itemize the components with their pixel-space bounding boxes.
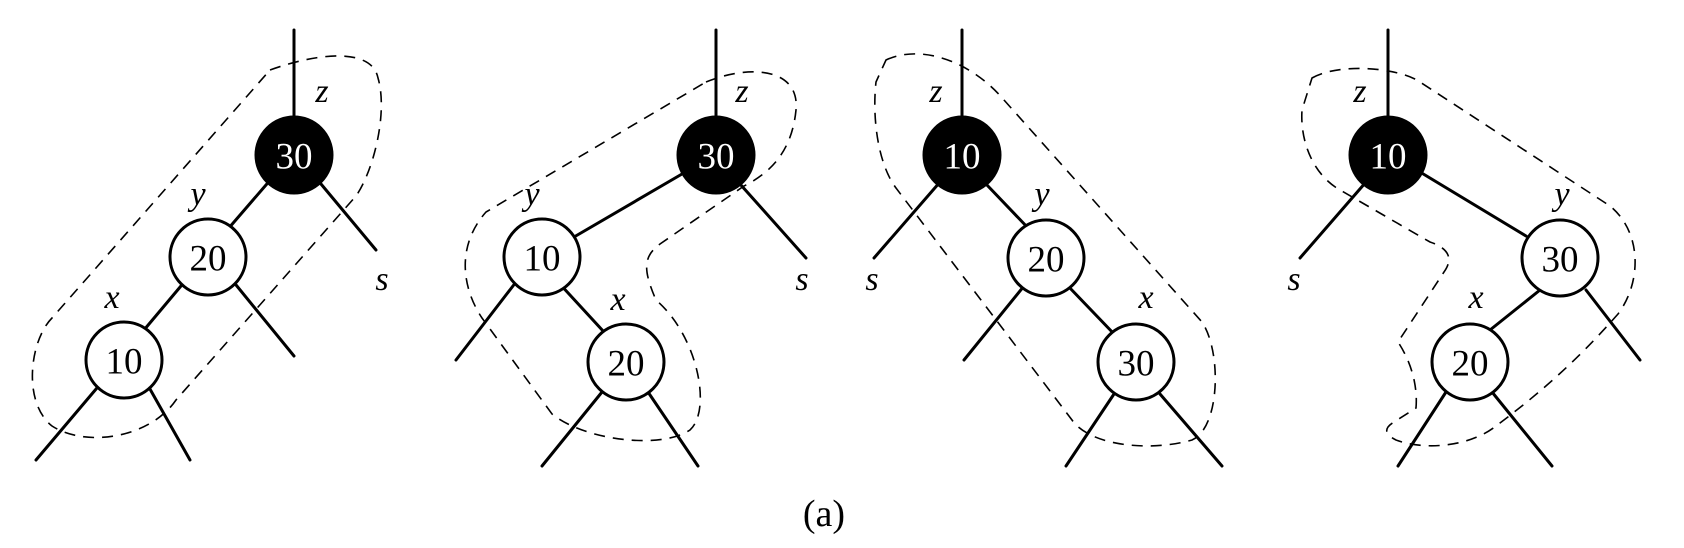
edge-x-left-subtree [1396, 390, 1448, 468]
edge-z-to-y [572, 172, 684, 239]
edge-y-to-x [556, 280, 606, 334]
edge-z-to-s [314, 176, 378, 252]
node-y [1006, 218, 1086, 298]
edge-y-to-x [1488, 288, 1542, 332]
label-x: x [1137, 279, 1153, 316]
edge-z-left-s [872, 180, 942, 260]
label-s: s [375, 261, 388, 298]
node-y-key: 10 [524, 239, 561, 280]
label-x: x [1467, 279, 1483, 316]
edge-x-left-subtree [34, 380, 104, 462]
node-x [1430, 322, 1510, 402]
node-z [922, 115, 1002, 195]
edge-z-to-y [984, 182, 1032, 232]
edge-x-left-subtree [1064, 392, 1116, 468]
label-y: y [187, 176, 206, 213]
edge-z-left-s [1298, 180, 1368, 260]
edge-x-right-subtree [144, 380, 192, 462]
edge-z-to-s [738, 182, 808, 260]
edge-x-left-subtree [540, 390, 604, 468]
label-y: y [1551, 176, 1570, 213]
node-z-key: 30 [698, 137, 735, 178]
node-x-key: 20 [1452, 344, 1489, 385]
label-x: x [103, 279, 119, 316]
label-y: y [1031, 176, 1050, 213]
node-z [254, 115, 334, 195]
tree-left-right: 30 10 20 z y x s [454, 28, 809, 468]
label-x: x [609, 281, 625, 318]
edge-y-right-subtree [230, 278, 296, 358]
edge-z-to-y [226, 176, 274, 231]
label-z: z [1352, 73, 1366, 110]
edge-y-to-x [1066, 284, 1118, 338]
edge-x-right-subtree [1490, 390, 1554, 468]
subtree-outline [464, 71, 797, 442]
tree-right-right: 10 20 30 z y x s [865, 28, 1224, 468]
node-x [84, 320, 164, 400]
node-x-key: 20 [608, 344, 645, 385]
node-y-key: 20 [190, 239, 227, 280]
node-y-key: 20 [1028, 240, 1065, 281]
node-x-key: 10 [106, 342, 143, 383]
node-y-key: 30 [1542, 240, 1579, 281]
node-z-key: 10 [944, 137, 981, 178]
node-x [586, 322, 666, 402]
node-x-key: 30 [1118, 344, 1155, 385]
edge-y-right-subtree [1584, 288, 1642, 362]
subtree-outline [31, 55, 383, 439]
edge-x-right-subtree [646, 390, 700, 468]
label-z: z [734, 73, 748, 110]
node-z [676, 115, 756, 195]
subtree-outline [874, 53, 1217, 447]
node-z-key: 30 [276, 137, 313, 178]
label-y: y [521, 176, 540, 213]
tree-left-left: 30 20 10 z y x s [31, 28, 389, 462]
subtree-outline [1301, 67, 1636, 447]
node-x [1096, 322, 1176, 402]
label-s: s [865, 261, 878, 298]
node-y [168, 217, 248, 297]
edge-y-left-subtree [454, 280, 518, 362]
node-y [502, 217, 582, 297]
edge-z-to-y [1418, 170, 1528, 238]
node-y [1520, 218, 1600, 298]
figure-caption: (a) [803, 493, 845, 535]
edge-y-to-x [142, 278, 188, 332]
tree-right-left: 10 30 20 z y x s [1287, 28, 1642, 468]
label-z: z [314, 73, 328, 110]
label-s: s [795, 261, 808, 298]
label-z: z [928, 73, 942, 110]
node-z-key: 10 [1370, 137, 1407, 178]
edge-y-left-subtree [962, 284, 1026, 362]
edge-x-right-subtree [1158, 392, 1224, 468]
node-z [1348, 115, 1428, 195]
label-s: s [1287, 261, 1300, 298]
